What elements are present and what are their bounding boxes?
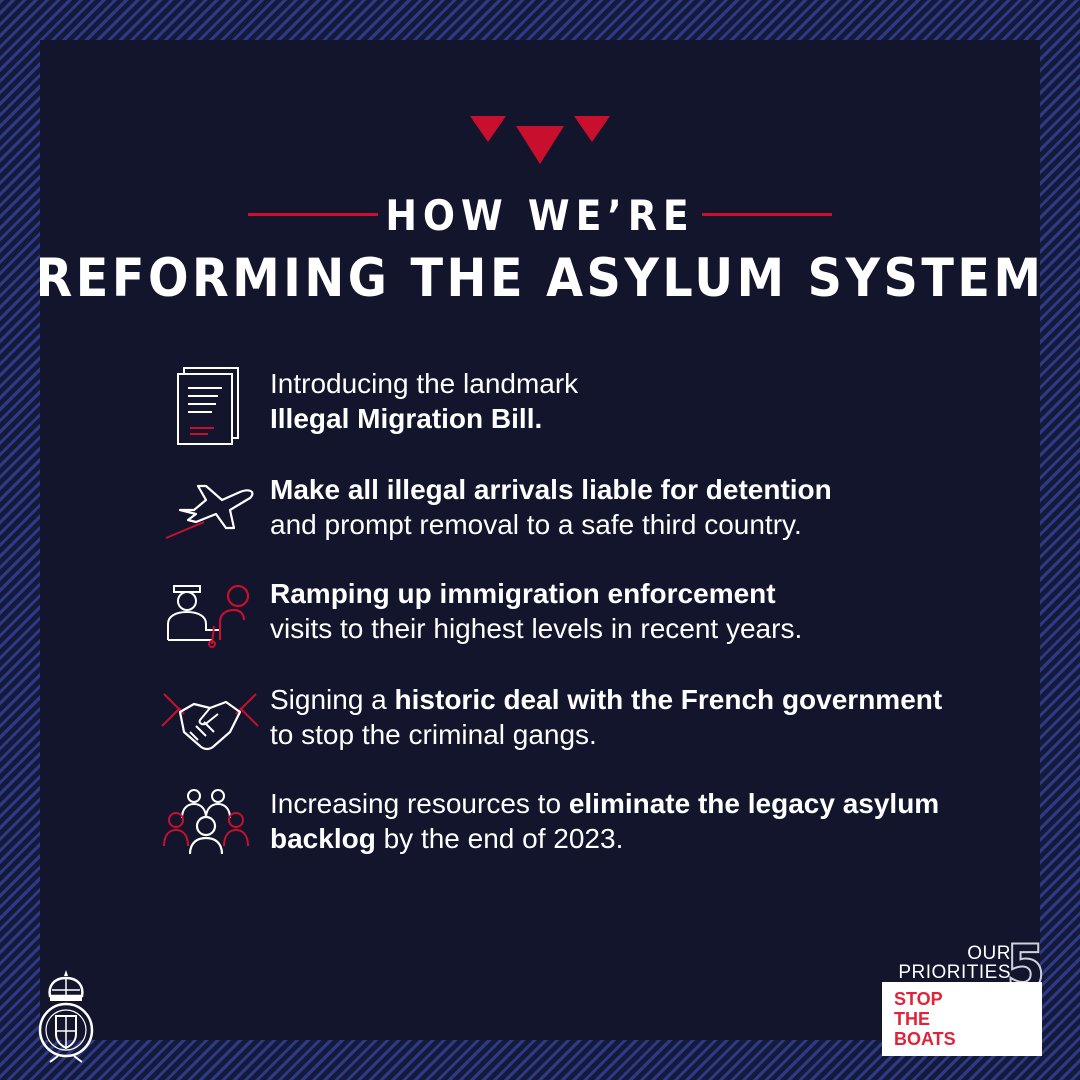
item-text-bold: historic deal with the French government (394, 684, 943, 715)
handshake-icon (161, 693, 259, 751)
item-text-bold: Ramping up immigration enforcement (270, 578, 776, 609)
header-title: REFORMING THE ASYLUM SYSTEM (35, 248, 1045, 309)
chevrons-icon (470, 116, 610, 164)
airplane-icon (165, 484, 254, 539)
item-text: Introducing the landmark (270, 368, 579, 399)
badge-boats: BOATS (894, 1029, 956, 1049)
people-group-icon (163, 789, 249, 855)
royal-crest-icon (38, 970, 94, 1063)
badge-the: THE (894, 1009, 930, 1029)
item-text-bold: eliminate the legacy asylum backlog (270, 788, 940, 854)
item-text: Increasing resources to (270, 788, 569, 819)
enforcement-officer-icon (167, 584, 250, 648)
header-line-1: HOW WE’RE (385, 191, 695, 240)
item-text: to stop the criminal gangs. (270, 719, 597, 750)
header-rule-right (702, 213, 832, 216)
item-text: by the end of 2023. (375, 823, 624, 854)
content-panel (40, 40, 1040, 1040)
stop-the-boats-box: STOP THE BOATS (882, 982, 1042, 1056)
badge-stop: STOP (894, 989, 943, 1009)
badge-priorities: PRIORITIES (898, 962, 1011, 983)
document-icon (177, 367, 239, 445)
item-text-bold: Illegal Migration Bill. (270, 403, 543, 434)
priorities-badge: OUR PRIORITIES 5 STOP THE BOATS (880, 936, 1046, 1058)
badge-our: OUR (967, 943, 1011, 964)
item-text-bold: Make all illegal arrivals liable for det… (270, 474, 832, 505)
item-text: visits to their highest levels in recent… (270, 613, 803, 644)
item-text: Signing a (270, 684, 395, 715)
item-text: and prompt removal to a safe third count… (270, 509, 802, 540)
header-rule-left (248, 213, 378, 216)
